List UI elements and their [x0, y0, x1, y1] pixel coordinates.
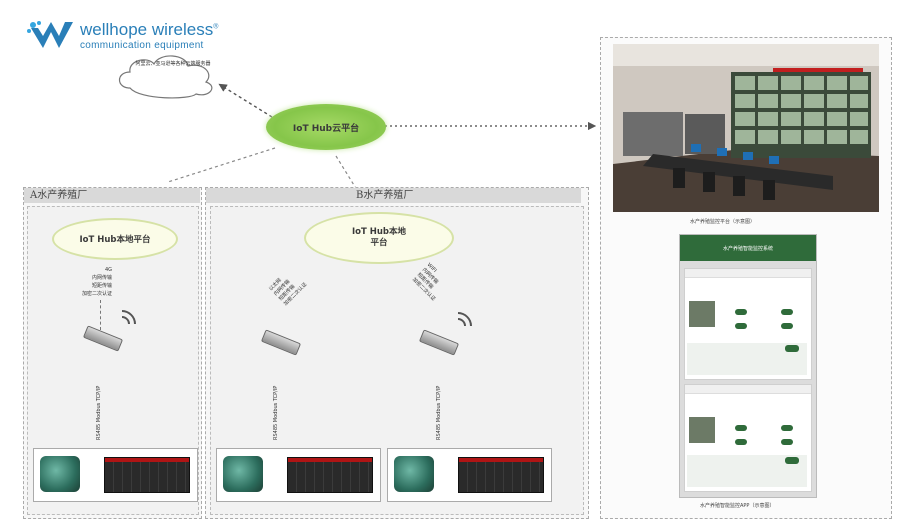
- farm-b-local-hub-label-2: 平台: [370, 238, 388, 248]
- wellhope-logo-icon: [27, 21, 73, 48]
- card-toggle[interactable]: [781, 439, 793, 445]
- farm-a-link-label: 加密二次认证: [81, 291, 112, 297]
- card-header-strip: [685, 385, 811, 394]
- cabinet-status-strip: [105, 458, 189, 462]
- card-toggle[interactable]: [735, 425, 747, 431]
- card-toggle[interactable]: [781, 425, 793, 431]
- card-action-button[interactable]: [785, 345, 799, 352]
- farm-b-left-device-link-label: RS485 Modbus TCP/IP: [273, 385, 279, 440]
- app-pond-card[interactable]: [684, 384, 812, 492]
- farm-b-cabinet-right-icon: [458, 457, 544, 493]
- farm-a-device-link-label: RS485 Modbus TCP/IP: [96, 385, 102, 440]
- farm-a-dotted-link: [100, 300, 101, 330]
- farm-b-right-device-link-label: RS485 Modbus TCP/IP: [436, 385, 442, 440]
- farm-a-link-label: 内网传输: [91, 275, 112, 281]
- iot-hub-cloud-label: IoT Hub云平台: [292, 123, 360, 134]
- farm-b-local-hub-label-1: IoT Hub本地: [351, 227, 406, 237]
- card-toggle[interactable]: [735, 309, 747, 315]
- card-photo: [689, 417, 715, 443]
- app-header: 水产养殖智能监控系统: [680, 235, 816, 261]
- cloud-label: 阿里云、亚马逊等各种云端服务器: [135, 61, 211, 67]
- card-toggle[interactable]: [735, 323, 747, 329]
- card-toggle[interactable]: [735, 439, 747, 445]
- photo-caption: 水产养殖监控平台（示意图）: [690, 219, 756, 225]
- cabinet-status-strip: [288, 458, 372, 462]
- control-room-photo: [613, 44, 879, 212]
- logo-name: wellhope wireless®: [80, 20, 219, 39]
- farm-b-local-hub[interactable]: IoT Hub本地 平台: [304, 212, 454, 264]
- iot-hub-cloud[interactable]: IoT Hub云平台: [266, 104, 386, 150]
- farm-a-pump-icon: [40, 456, 80, 492]
- farm-b-pump-left-icon: [223, 456, 263, 492]
- farm-b-pump-right-icon: [394, 456, 434, 492]
- card-toggle[interactable]: [781, 323, 793, 329]
- card-action-button[interactable]: [785, 457, 799, 464]
- farm-a-link-label: 4G: [104, 267, 112, 273]
- link-hub-farm-b: [335, 155, 358, 191]
- farm-b-cabinet-left-icon: [287, 457, 373, 493]
- app-pond-card[interactable]: [684, 268, 812, 380]
- farm-a-local-hub[interactable]: IoT Hub本地平台: [52, 218, 178, 260]
- logo-registered-mark: ®: [213, 23, 219, 31]
- farm-a-title: A水产养殖厂: [24, 188, 200, 203]
- card-header-strip: [685, 269, 811, 278]
- farm-b-title: B水产养殖厂: [206, 188, 581, 203]
- cabinet-status-strip: [459, 458, 543, 462]
- card-toggle[interactable]: [781, 309, 793, 315]
- card-photo: [689, 301, 715, 327]
- link-hub-farm-a: [167, 147, 276, 183]
- app-title: 水产养殖智能监控系统: [722, 245, 773, 252]
- cloud-icon: [118, 55, 213, 99]
- farm-a-local-hub-label: IoT Hub本地平台: [79, 235, 151, 245]
- logo-tagline: communication equipment: [80, 40, 204, 51]
- app-caption: 水产养殖智能监控APP（示意图）: [700, 503, 775, 509]
- farm-a-cabinet-icon: [104, 457, 190, 493]
- farm-a-link-labels: 4G 内网传输 短距传输 加密二次认证: [62, 266, 112, 298]
- farm-a-link-label: 短距传输: [91, 283, 112, 289]
- link-hub-cloud: [218, 83, 273, 118]
